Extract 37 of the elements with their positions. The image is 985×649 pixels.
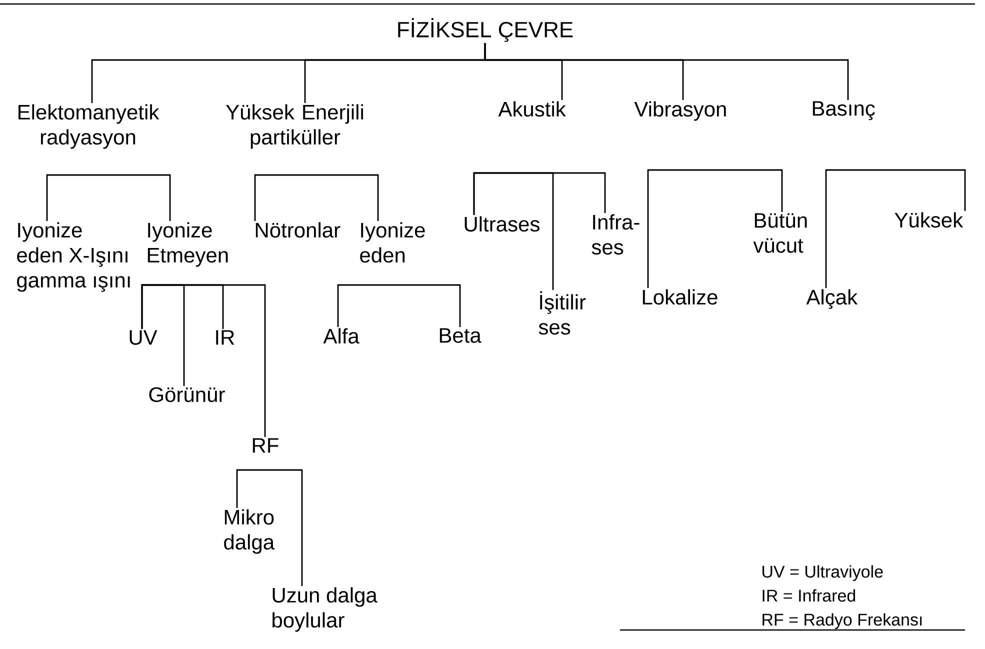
node-label: Yüksek Enerjili partiküller [226, 104, 363, 149]
node-label: Alçak [806, 289, 858, 309]
node-label: Alfa [323, 328, 360, 344]
node-label: FİZİKSEL ÇEVRE [398, 18, 573, 42]
node-label: İşitilir ses [538, 291, 586, 335]
node-label: UV [130, 330, 158, 345]
node-label: Elektomanyetik radyasyon [18, 104, 160, 149]
node-label: Iyonize eden [360, 222, 425, 263]
node-label: Yüksek [894, 212, 964, 228]
node-label: Infra-ses [592, 214, 640, 255]
node-label: Beta [440, 328, 482, 343]
node-label: Mikro dalga [224, 509, 275, 554]
node-label: Vibrasyon [634, 101, 726, 121]
node-label: Basınç [812, 101, 875, 120]
tree-connector [484, 43, 849, 100]
node-label: Lokalize [642, 289, 718, 305]
node-label: Akustik [498, 101, 566, 117]
bracket-line [337, 284, 461, 327]
legend-text: UV = Ultraviyole [762, 565, 883, 582]
bracket-line [236, 469, 303, 586]
bracket-line [141, 284, 266, 437]
node-label: Nötronlar [256, 222, 340, 238]
legend-text: RF = Radyo Frekansı [762, 613, 922, 630]
bracket-line [254, 174, 379, 221]
node-label: Görünür [149, 387, 225, 402]
node-label: Bütün vücut [753, 213, 807, 253]
bracket-line [473, 172, 606, 215]
bracket-line [647, 169, 783, 288]
node-label: IR [216, 330, 234, 345]
bracket-line [46, 174, 171, 221]
legend-text: IR = Infrared [762, 589, 856, 602]
node-label: RF [252, 438, 278, 453]
node-label: Ultrases [464, 216, 540, 232]
node-label: Iyonize eden X-Işını gamma ışını [17, 222, 130, 292]
node-label: Iyonize Etmeyen [148, 222, 228, 267]
node-label: Uzun dalga boylular [272, 587, 378, 632]
bracket-line [825, 169, 966, 288]
